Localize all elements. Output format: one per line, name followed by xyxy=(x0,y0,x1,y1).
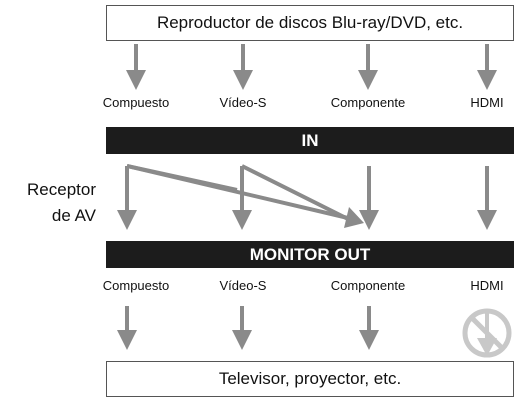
input-label-composite: Compuesto xyxy=(102,95,170,110)
av-receiver-line2: de AV xyxy=(51,206,96,225)
input-label-s-video: Vídeo-S xyxy=(219,95,267,110)
input-label-hdmi: HDMI xyxy=(470,95,504,110)
in-bar: IN xyxy=(106,127,514,154)
arrow-s-video-to-component xyxy=(241,164,351,222)
output-label-hdmi: HDMI xyxy=(470,278,504,293)
arrow-in-component-to-out-component xyxy=(359,166,379,230)
output-label-component: Componente xyxy=(330,278,406,293)
display-device-box: Televisor, proyector, etc. xyxy=(106,361,514,397)
arrow-in-hdmi-to-out-hdmi xyxy=(477,166,497,230)
monitor-out-bar: MONITOR OUT xyxy=(106,241,514,268)
arrow-in-composite-to-out-composite xyxy=(117,166,137,230)
monitor-out-bar-label: MONITOR OUT xyxy=(249,244,371,264)
prohibited-icon xyxy=(462,308,512,358)
arrow-out-composite-to-display xyxy=(117,306,137,350)
output-label-composite: Compuesto xyxy=(102,278,170,293)
av-receiver-label: Receptor de AV xyxy=(0,177,96,229)
arrow-out-component-to-display xyxy=(359,306,379,350)
output-label-s-video: Vídeo-S xyxy=(219,278,267,293)
arrow-source-to-hdmi xyxy=(477,44,497,90)
arrow-source-to-composite xyxy=(126,44,146,90)
arrow-source-to-component xyxy=(358,44,378,90)
input-label-component: Componente xyxy=(330,95,406,110)
source-device-box: Reproductor de discos Blu-ray/DVD, etc. xyxy=(106,5,514,41)
arrow-out-s-video-to-display xyxy=(232,306,252,350)
arrow-composite-to-s-video xyxy=(126,164,238,192)
av-receiver-line1: Receptor xyxy=(27,180,96,199)
display-device-label: Televisor, proyector, etc. xyxy=(218,369,402,388)
in-bar-label: IN xyxy=(301,130,319,150)
arrow-source-to-s-video xyxy=(233,44,253,90)
arrow-in-s-video-to-out-s-video xyxy=(232,166,252,230)
source-device-label: Reproductor de discos Blu-ray/DVD, etc. xyxy=(156,13,464,32)
